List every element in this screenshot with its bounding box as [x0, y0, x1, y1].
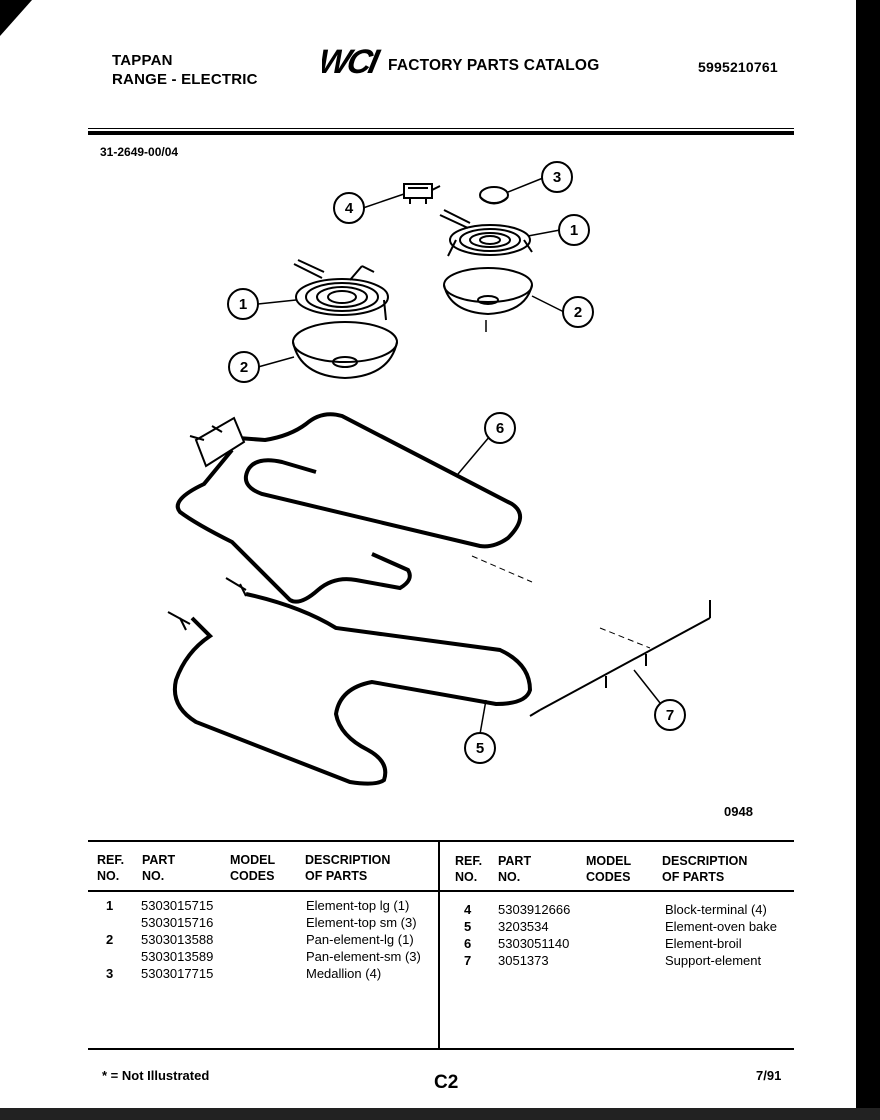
callout-label-2-large: 2	[240, 359, 248, 376]
exploded-parts-diagram: 3 4 1 1 2 2 6 5 7 0948	[167, 161, 753, 819]
scan-corner-mark	[0, 0, 32, 36]
callout-labels: 3 4 1 1 2 2 6 5 7	[239, 169, 674, 757]
header-rule-thin	[88, 128, 794, 129]
wci-logo: WCI	[314, 43, 384, 82]
model-number: 31-2649-00/04	[100, 145, 179, 159]
callout-circles	[227, 161, 686, 764]
wci-logo-mark: WCI	[314, 43, 384, 81]
header-ref-no: REF. NO.	[97, 853, 125, 883]
table-bottom-rule	[88, 1048, 794, 1050]
callout-label-2-small: 2	[574, 304, 582, 321]
figure-id: 0948	[724, 804, 753, 819]
element-pan-small-illustration	[443, 267, 533, 332]
table-center-divider	[438, 840, 440, 1048]
callout-2-small	[562, 296, 594, 328]
table-top-rule	[88, 840, 794, 842]
product-type: RANGE - ELECTRIC	[112, 71, 258, 88]
table-header-rule	[88, 890, 794, 892]
leader-lines	[257, 177, 665, 735]
top-element-large-illustration	[293, 259, 389, 321]
callout-4	[333, 192, 365, 224]
scan-edge-right	[856, 0, 880, 1120]
broil-element-illustration	[175, 412, 522, 604]
top-element-small-illustration	[439, 209, 533, 257]
callout-3	[541, 161, 573, 193]
footnote: * = Not Illustrated	[102, 1068, 210, 1083]
callout-2-large	[228, 351, 260, 383]
bake-element-illustration	[173, 592, 533, 786]
callout-label-6: 6	[496, 420, 504, 437]
callout-1-small	[558, 214, 590, 246]
callout-7	[654, 699, 686, 731]
header-rule-thick	[88, 131, 794, 135]
alignment-lines	[471, 555, 651, 649]
callout-label-1-large: 1	[239, 296, 247, 313]
revision-date: 7/91	[756, 1068, 782, 1083]
header-model-codes-right: MODEL CODES	[586, 854, 632, 884]
header-ref-no-right: REF. NO.	[455, 854, 483, 884]
callout-5	[464, 732, 496, 764]
callout-1-large	[227, 288, 259, 320]
page-number: C2	[434, 1072, 459, 1093]
header-description-right: DESCRIPTION OF PARTS	[662, 854, 748, 884]
broil-element-bracket	[189, 416, 246, 468]
callout-label-3: 3	[553, 169, 561, 186]
element-pan-large-illustration	[292, 321, 398, 380]
callout-label-4: 4	[345, 200, 354, 217]
svg-text:WCI: WCI	[322, 45, 384, 77]
support-element-illustration	[529, 600, 711, 717]
callout-label-1-small: 1	[570, 222, 578, 239]
scan-edge-bottom	[0, 1108, 880, 1120]
brand-name: TAPPAN	[112, 52, 173, 69]
callout-6	[484, 412, 516, 444]
header-model-codes: MODEL CODES	[230, 853, 276, 883]
header-description: DESCRIPTION OF PARTS	[305, 853, 391, 883]
bake-element-terminals	[167, 577, 247, 631]
header-part-no-right: PART NO.	[498, 854, 532, 884]
catalog-number: 5995210761	[698, 59, 778, 75]
catalog-title: FACTORY PARTS CATALOG	[388, 57, 600, 74]
header-part-no: PART NO.	[142, 853, 176, 883]
callout-label-7: 7	[666, 707, 674, 724]
terminal-block-illustration	[403, 183, 441, 204]
callout-label-5: 5	[476, 740, 484, 757]
medallion-illustration	[479, 186, 509, 205]
